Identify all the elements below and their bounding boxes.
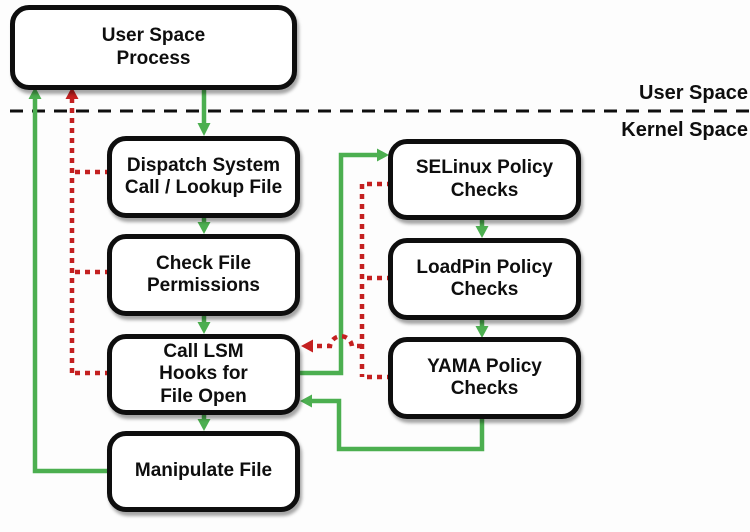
box-manipulate-file: Manipulate File <box>107 431 300 512</box>
deny-policy-to-lsm-hooks-hop-line <box>312 334 362 349</box>
flow-user-process-to-dispatch-arrowhead <box>197 123 211 136</box>
return-yama-to-lsm-hooks-line <box>311 398 485 452</box>
user-space-zone-label: User Space <box>639 82 748 104</box>
box-check-file-permissions: Check File Permissions <box>107 234 300 316</box>
kernel-space-zone-label: Kernel Space <box>621 119 748 141</box>
box-yama-policy-checks: YAMA Policy Checks <box>388 337 581 419</box>
return-yama-to-lsm-hooks-arrowhead <box>300 394 312 408</box>
flow-selinux-to-loadpin-arrowhead <box>475 226 489 238</box>
box-dispatch-system-call: Dispatch System Call / Lookup File <box>107 136 300 218</box>
flow-lsm-hooks-to-selinux-line <box>299 152 377 376</box>
deny-policy-to-lsm-hooks-arrowhead <box>301 339 313 353</box>
deny-to-user-process-arrowhead <box>65 87 79 99</box>
flow-lsm-hooks-to-manipulate-file-arrowhead <box>197 419 211 431</box>
return-manipulate-file-to-user-process-arrowhead <box>28 87 42 99</box>
box-selinux-policy-checks: SELinux Policy Checks <box>388 139 581 220</box>
box-loadpin-policy-checks: LoadPin Policy Checks <box>388 238 581 320</box>
flow-dispatch-to-check-permissions-arrowhead <box>197 222 211 234</box>
box-call-lsm-hooks: Call LSM Hooks for File Open <box>107 334 300 415</box>
flow-check-permissions-to-lsm-hooks-arrowhead <box>197 322 211 334</box>
flow-lsm-hooks-to-selinux-arrowhead <box>377 148 389 162</box>
return-manipulate-file-to-user-process-line <box>32 98 108 474</box>
flow-loadpin-to-yama-arrowhead <box>475 326 489 338</box>
box-user-space-process: User Space Process <box>10 5 297 90</box>
